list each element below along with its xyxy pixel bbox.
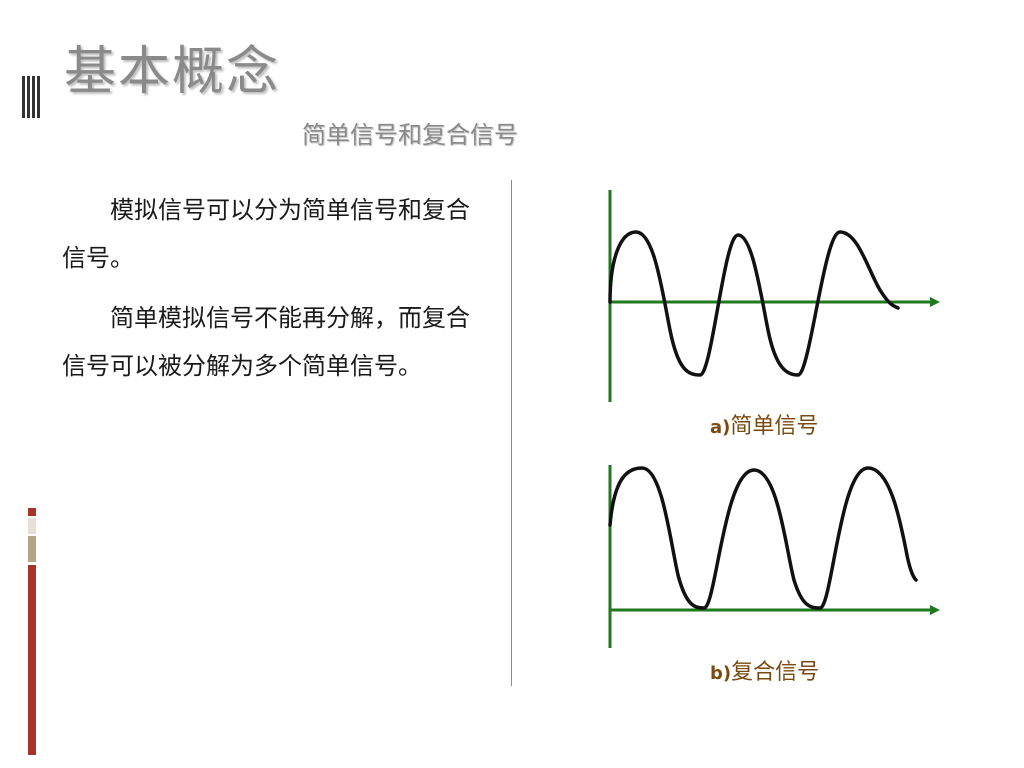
signal-figures bbox=[608, 190, 940, 648]
figure-b-wave bbox=[608, 466, 918, 610]
caption-b-prefix: b) bbox=[710, 663, 732, 684]
caption-simple-signal: a)简单信号 bbox=[710, 408, 818, 440]
caption-b-label: 复合信号 bbox=[731, 660, 820, 685]
caption-a-label: 简单信号 bbox=[730, 414, 819, 439]
column-divider bbox=[511, 180, 512, 686]
paragraph-1: 模拟信号可以分为简单信号和复合信号。 bbox=[62, 196, 470, 272]
accent-bar-red bbox=[28, 565, 36, 755]
title-bars-icon bbox=[22, 76, 42, 118]
slide-title: 基本概念 bbox=[64, 42, 281, 102]
body-text: 模拟信号可以分为简单信号和复合信号。 简单模拟信号不能再分解，而复合信号可以被分… bbox=[62, 186, 492, 402]
figure-a-wave bbox=[608, 230, 900, 377]
slide-subtitle: 简单信号和复合信号 bbox=[302, 121, 518, 149]
paragraph-2: 简单模拟信号不能再分解，而复合信号可以被分解为多个简单信号。 bbox=[62, 304, 470, 380]
caption-a-prefix: a) bbox=[710, 417, 731, 438]
caption-composite-signal: b)复合信号 bbox=[710, 654, 819, 686]
accent-bar-light bbox=[28, 518, 36, 534]
figure-a bbox=[608, 190, 940, 402]
accent-bar-red-top bbox=[28, 508, 36, 516]
accent-bar-tan bbox=[28, 536, 36, 562]
figure-b bbox=[608, 465, 940, 648]
